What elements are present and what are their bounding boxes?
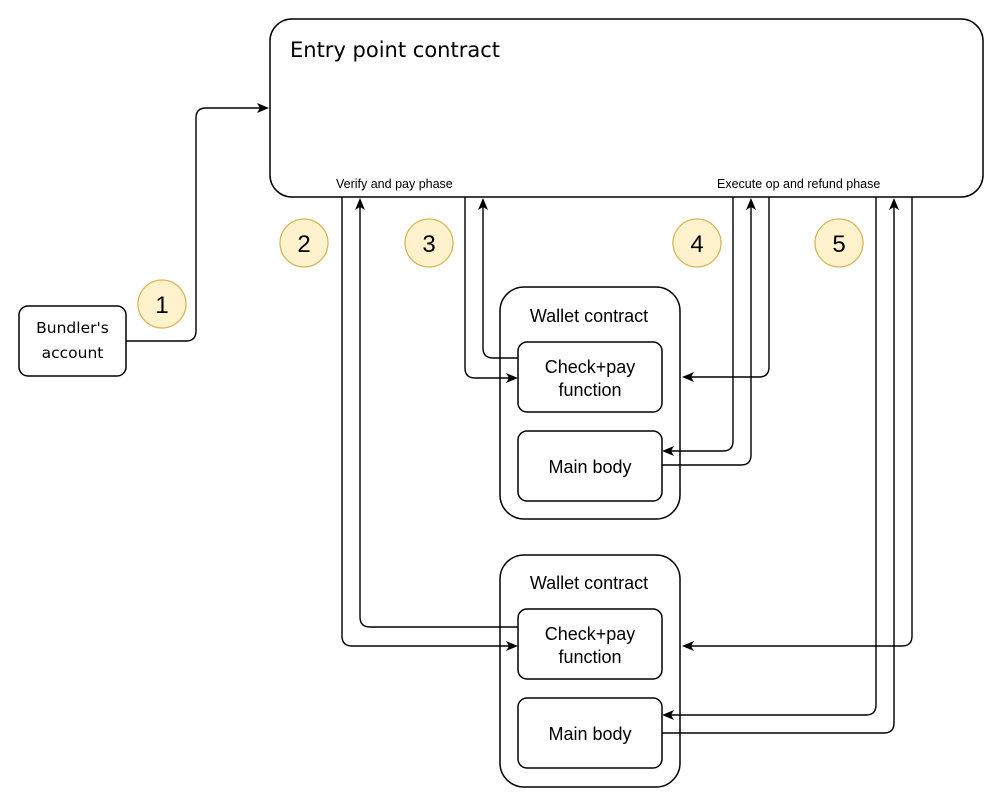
- execute-phase-label: Execute op and refund phase: [717, 177, 880, 191]
- arrowhead-execute-return-2: [889, 198, 899, 210]
- arrowhead-wallet2-check-left: [506, 641, 518, 651]
- bundler-account: Bundler's account: [18, 305, 127, 377]
- arrowhead-verify-return-1: [478, 198, 488, 210]
- connectors: [126, 103, 913, 734]
- edge-execute-to-wallet2-main: [671, 197, 877, 716]
- arrowhead-wallet1-check-left: [506, 373, 518, 383]
- arrowhead-wallet1-check-right: [682, 372, 694, 382]
- arrowhead-entry-left: [257, 103, 269, 113]
- edge-bundler-to-entry: [126, 107, 260, 342]
- edge-execute-to-wallet1-main: [671, 197, 734, 452]
- arrowhead-wallet1-main-right: [662, 446, 674, 456]
- step-badge-5-label: 5: [832, 231, 845, 258]
- wallet-2-main-body-label: Main body: [548, 724, 631, 744]
- step-badge-4-label: 4: [690, 231, 703, 258]
- edge-verify-to-wallet1-check: [464, 197, 509, 379]
- wallet-2-check-pay-line1: Check+pay: [545, 624, 636, 644]
- entry-point-title: Entry point contract: [290, 38, 500, 62]
- edge-wallet1-check-to-verify: [482, 207, 518, 359]
- wallet-1-check-pay-box: [517, 341, 663, 413]
- arrowhead-wallet2-check-right: [682, 641, 694, 651]
- edge-execute-to-wallet2-check: [691, 197, 913, 647]
- bundler-account-line2: account: [42, 344, 104, 362]
- bundler-account-line1: Bundler's: [36, 319, 109, 337]
- entry-point-contract: Entry point contract Verify and pay phas…: [269, 18, 984, 198]
- wallet-contract-2-title: Wallet contract: [530, 573, 648, 593]
- wallet-2-check-pay-box: [517, 608, 663, 680]
- wallet-contract-1: Wallet contract Check+pay function Main …: [499, 286, 681, 520]
- arrowhead-execute-return-1: [746, 198, 756, 210]
- step-badge-3-label: 3: [422, 231, 435, 258]
- wallet-1-check-pay-line2: function: [558, 380, 621, 400]
- edge-execute-to-wallet1-check: [691, 197, 770, 378]
- step-badge-5: 5: [814, 218, 864, 268]
- bundler-account-box: [18, 305, 127, 377]
- arrowhead-verify-return-2: [355, 198, 365, 210]
- arrowhead-wallet2-main-right: [662, 710, 674, 720]
- wallet-contract-1-title: Wallet contract: [530, 306, 648, 326]
- verify-phase-label: Verify and pay phase: [336, 177, 453, 191]
- step-badges: 1 2 3 4 5: [137, 218, 864, 329]
- edge-wallet1-main-to-execute: [662, 207, 752, 466]
- wallet-contract-2: Wallet contract Check+pay function Main …: [499, 554, 681, 788]
- step-badge-3: 3: [404, 218, 454, 268]
- edge-wallet2-check-to-verify: [359, 207, 518, 628]
- edge-verify-to-wallet2-check: [341, 197, 509, 647]
- wallet-1-main-body-box: [517, 430, 663, 502]
- step-badge-2-label: 2: [297, 231, 310, 258]
- step-badge-4: 4: [672, 218, 722, 268]
- entry-point-box: [269, 18, 984, 198]
- edge-wallet2-main-to-execute: [662, 207, 895, 734]
- step-badge-2: 2: [279, 218, 329, 268]
- wallet-1-check-pay-line1: Check+pay: [545, 357, 636, 377]
- step-badge-1-label: 1: [155, 292, 168, 319]
- wallet-2-check-pay-line2: function: [558, 647, 621, 667]
- wallet-1-main-body-label: Main body: [548, 457, 631, 477]
- step-badge-1: 1: [137, 279, 187, 329]
